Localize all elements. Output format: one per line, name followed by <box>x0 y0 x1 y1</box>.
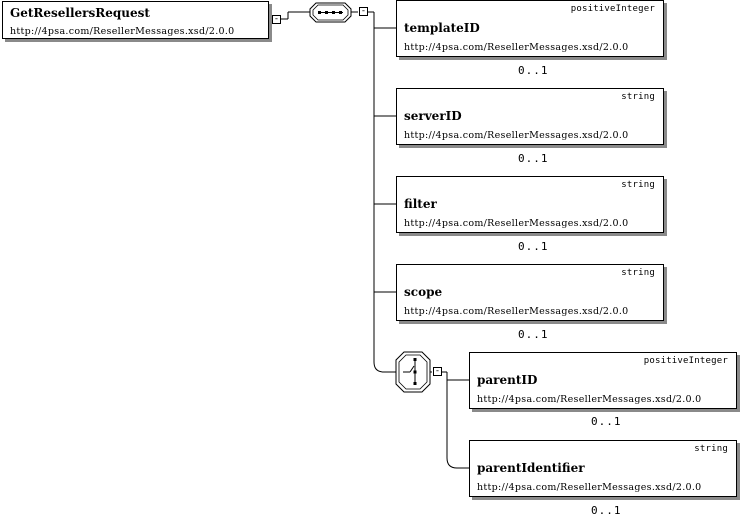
element-namespace: http://4psa.com/ResellerMessages.xsd/2.0… <box>404 218 629 229</box>
element-namespace: http://4psa.com/ResellerMessages.xsd/2.0… <box>477 482 702 493</box>
element-box-parentid[interactable]: positiveInteger parentID http://4psa.com… <box>469 352 737 409</box>
root-element-namespace: http://4psa.com/ResellerMessages.xsd/2.0… <box>10 26 235 37</box>
root-element-name: GetResellersRequest <box>10 6 150 20</box>
choice-collapse-toggle[interactable]: - <box>433 366 442 376</box>
element-namespace: http://4psa.com/ResellerMessages.xsd/2.0… <box>404 42 629 53</box>
cardinality-label: 0..1 <box>518 64 549 77</box>
cardinality-label: 0..1 <box>591 415 622 428</box>
element-type: positiveInteger <box>570 4 655 14</box>
element-name: parentID <box>477 373 538 387</box>
element-box-scope[interactable]: string scope http://4psa.com/ResellerMes… <box>396 264 664 321</box>
element-box-parentidentifier[interactable]: string parentIdentifier http://4psa.com/… <box>469 440 737 497</box>
element-name: templateID <box>404 21 480 35</box>
cardinality-label: 0..1 <box>518 240 549 253</box>
element-box-serverid[interactable]: string serverID http://4psa.com/Reseller… <box>396 88 664 145</box>
sequence-collapse-toggle[interactable]: - <box>359 6 368 16</box>
element-type: string <box>621 268 655 278</box>
element-namespace: http://4psa.com/ResellerMessages.xsd/2.0… <box>477 394 702 405</box>
root-element-box[interactable]: GetResellersRequest http://4psa.com/Rese… <box>2 1 269 39</box>
root-collapse-toggle[interactable]: - <box>272 14 281 24</box>
element-name: filter <box>404 197 437 211</box>
choice-compositor-icon[interactable] <box>395 351 431 393</box>
element-name: parentIdentifier <box>477 461 585 475</box>
element-namespace: http://4psa.com/ResellerMessages.xsd/2.0… <box>404 130 629 141</box>
element-name: scope <box>404 285 443 299</box>
cardinality-label: 0..1 <box>591 504 622 517</box>
element-type: string <box>621 180 655 190</box>
element-type: string <box>694 444 728 454</box>
element-type: string <box>621 92 655 102</box>
element-namespace: http://4psa.com/ResellerMessages.xsd/2.0… <box>404 306 629 317</box>
element-box-templateid[interactable]: positiveInteger templateID http://4psa.c… <box>396 0 664 57</box>
cardinality-label: 0..1 <box>518 328 549 341</box>
element-name: serverID <box>404 109 462 123</box>
sequence-compositor-icon[interactable] <box>309 2 352 23</box>
element-type: positiveInteger <box>643 356 728 366</box>
cardinality-label: 0..1 <box>518 152 549 165</box>
element-box-filter[interactable]: string filter http://4psa.com/ResellerMe… <box>396 176 664 233</box>
